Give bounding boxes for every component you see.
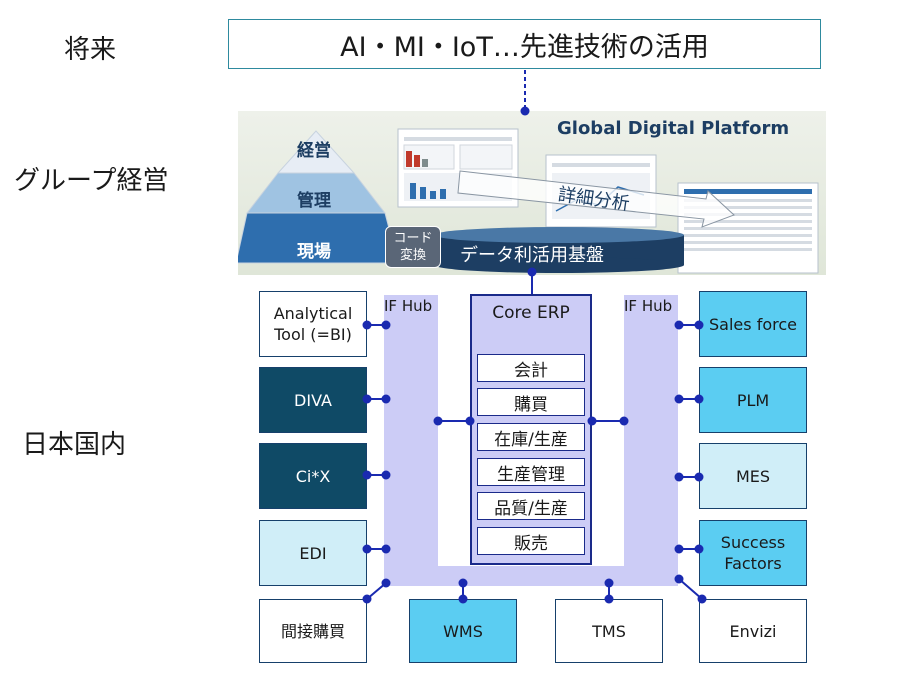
pyramid-label-control: 管理	[297, 191, 331, 211]
system-mes: MES	[699, 443, 807, 509]
connector-dot	[604, 578, 614, 588]
row-label-group: グループ経営	[14, 166, 169, 196]
connector-dot	[619, 416, 629, 426]
system-envizi: Envizi	[699, 599, 807, 663]
connector-dot	[458, 578, 468, 588]
system-wms: WMS	[409, 599, 517, 663]
connector-dot	[458, 594, 468, 604]
erp-module-sales: 販売	[477, 527, 585, 555]
connector-dot	[674, 544, 684, 554]
system-edi: EDI	[259, 520, 367, 586]
if-hub-right-label: IF Hub	[624, 297, 673, 315]
system-cix: Ci*X	[259, 443, 367, 509]
if-hub-left-band	[384, 295, 438, 586]
connector-dot	[381, 544, 391, 554]
analysis-arrow	[457, 170, 735, 228]
erp-module-quality-production: 品質/生産	[477, 492, 585, 520]
code-conversion-line1: コード	[393, 231, 433, 246]
connector-dot	[587, 416, 597, 426]
connector-dot	[604, 594, 614, 604]
if-hub-left-label: IF Hub	[384, 297, 433, 315]
connector-dot	[381, 394, 391, 404]
if-hub-right-band	[624, 295, 678, 586]
erp-module-purchasing: 購買	[477, 388, 585, 416]
connector-dot	[694, 544, 704, 554]
pyramid-label-field: 現場	[297, 242, 331, 262]
connector-dot	[362, 394, 372, 404]
connector-dot	[362, 320, 372, 330]
system-salesforce: Sales force	[699, 291, 807, 357]
data-platform-label: データ利活用基盤	[460, 245, 604, 266]
platform-illustration	[238, 128, 819, 274]
connector-dot	[362, 470, 372, 480]
connector-dot	[381, 470, 391, 480]
connector-dot	[694, 394, 704, 404]
connector-dot	[674, 574, 684, 584]
future-technology-box: AI・MI・IoT…先進技術の活用	[228, 19, 821, 69]
row-label-domestic: 日本国内	[22, 430, 127, 460]
code-conversion-box: コード 変換	[385, 226, 441, 268]
connector-dot	[694, 472, 704, 482]
connector-dot	[527, 267, 537, 277]
connector-dot	[674, 320, 684, 330]
erp-module-accounting: 会計	[477, 354, 585, 382]
system-diva: DIVA	[259, 367, 367, 433]
data-platform-cylinder-bottom	[434, 257, 684, 273]
connector-dot	[381, 578, 391, 588]
data-platform-cylinder-top	[434, 227, 684, 243]
connector-dot	[362, 594, 372, 604]
if-hub-bottom-band	[384, 566, 678, 586]
connector-dot	[362, 544, 372, 554]
erp-module-production-management: 生産管理	[477, 458, 585, 486]
pyramid-label-management: 経営	[297, 141, 331, 161]
connector-envizi	[678, 578, 703, 600]
connector-dot	[694, 320, 704, 330]
row-label-future: 将来	[64, 35, 117, 65]
connector-dot	[433, 416, 443, 426]
connector-dot	[674, 472, 684, 482]
system-indirect-purchasing: 間接購買	[259, 599, 367, 663]
core-erp-title: Core ERP	[492, 303, 570, 323]
connector-dot	[381, 320, 391, 330]
platform-title: Global Digital Platform	[557, 118, 790, 139]
connector-dot	[674, 394, 684, 404]
erp-module-inventory-production: 在庫/生産	[477, 423, 585, 451]
connector-dot	[465, 416, 475, 426]
code-conversion-line2: 変換	[399, 248, 426, 263]
connector-dot	[520, 106, 530, 116]
system-plm: PLM	[699, 367, 807, 433]
connector-dot	[697, 594, 707, 604]
